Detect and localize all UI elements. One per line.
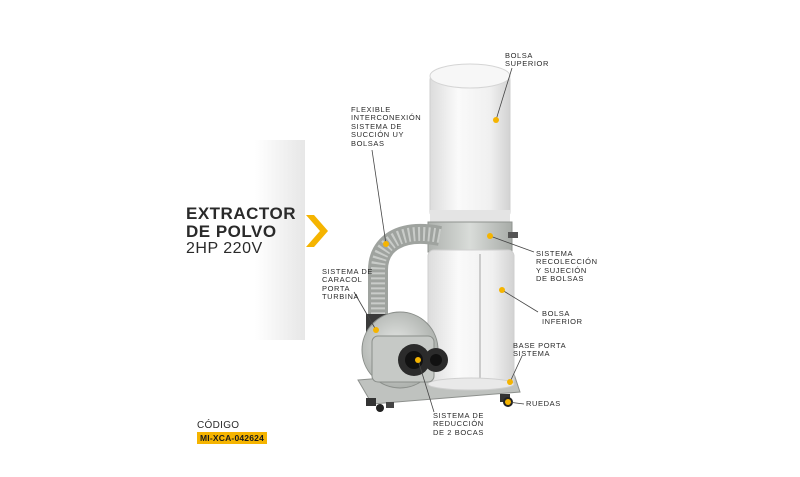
upper-bag <box>429 63 511 227</box>
title-line-1: EXTRACTOR <box>186 204 296 223</box>
callout-flexible: FLEXIBLE INTERCONEXIÓN SISTEMA DE SUCCIÓ… <box>351 105 422 148</box>
blower-housing <box>361 311 448 389</box>
collection-ring <box>427 221 518 253</box>
callout-base-porta: BASE PORTA SISTEMA <box>513 341 567 359</box>
background-shade <box>255 140 305 340</box>
chevron-right-icon <box>306 215 328 247</box>
code-label: CÓDIGO <box>197 420 240 431</box>
callout-ruedas: RUEDAS <box>526 399 561 408</box>
code-badge: MI-XCA-042624 <box>197 432 268 444</box>
lower-bag <box>427 249 515 391</box>
callout-sistema-caracol: SISTEMA DE CARACOL PORTA TURBINA <box>322 267 374 302</box>
callout-bolsa-superior: BOLSA SUPERIOR <box>505 51 549 69</box>
title-line-2: DE POLVO <box>186 221 277 241</box>
flexible-hose <box>368 223 442 320</box>
callout-bolsa-inferior: BOLSA INFERIOR <box>542 309 583 327</box>
callout-dots <box>373 117 513 405</box>
callout-sistema-reduccion: SISTEMA DE REDUCCIÓN DE 2 BOCAS <box>433 411 485 437</box>
product-title: EXTRACTOR DE POLVO 2HP 220V <box>186 205 296 257</box>
title-line-3: 2HP 220V <box>186 239 263 257</box>
callout-sistema-recoleccion: SISTEMA RECOLECCIÓN Y SUJECIÓN DE BOLSAS <box>536 249 598 284</box>
callout-lines <box>353 67 539 413</box>
